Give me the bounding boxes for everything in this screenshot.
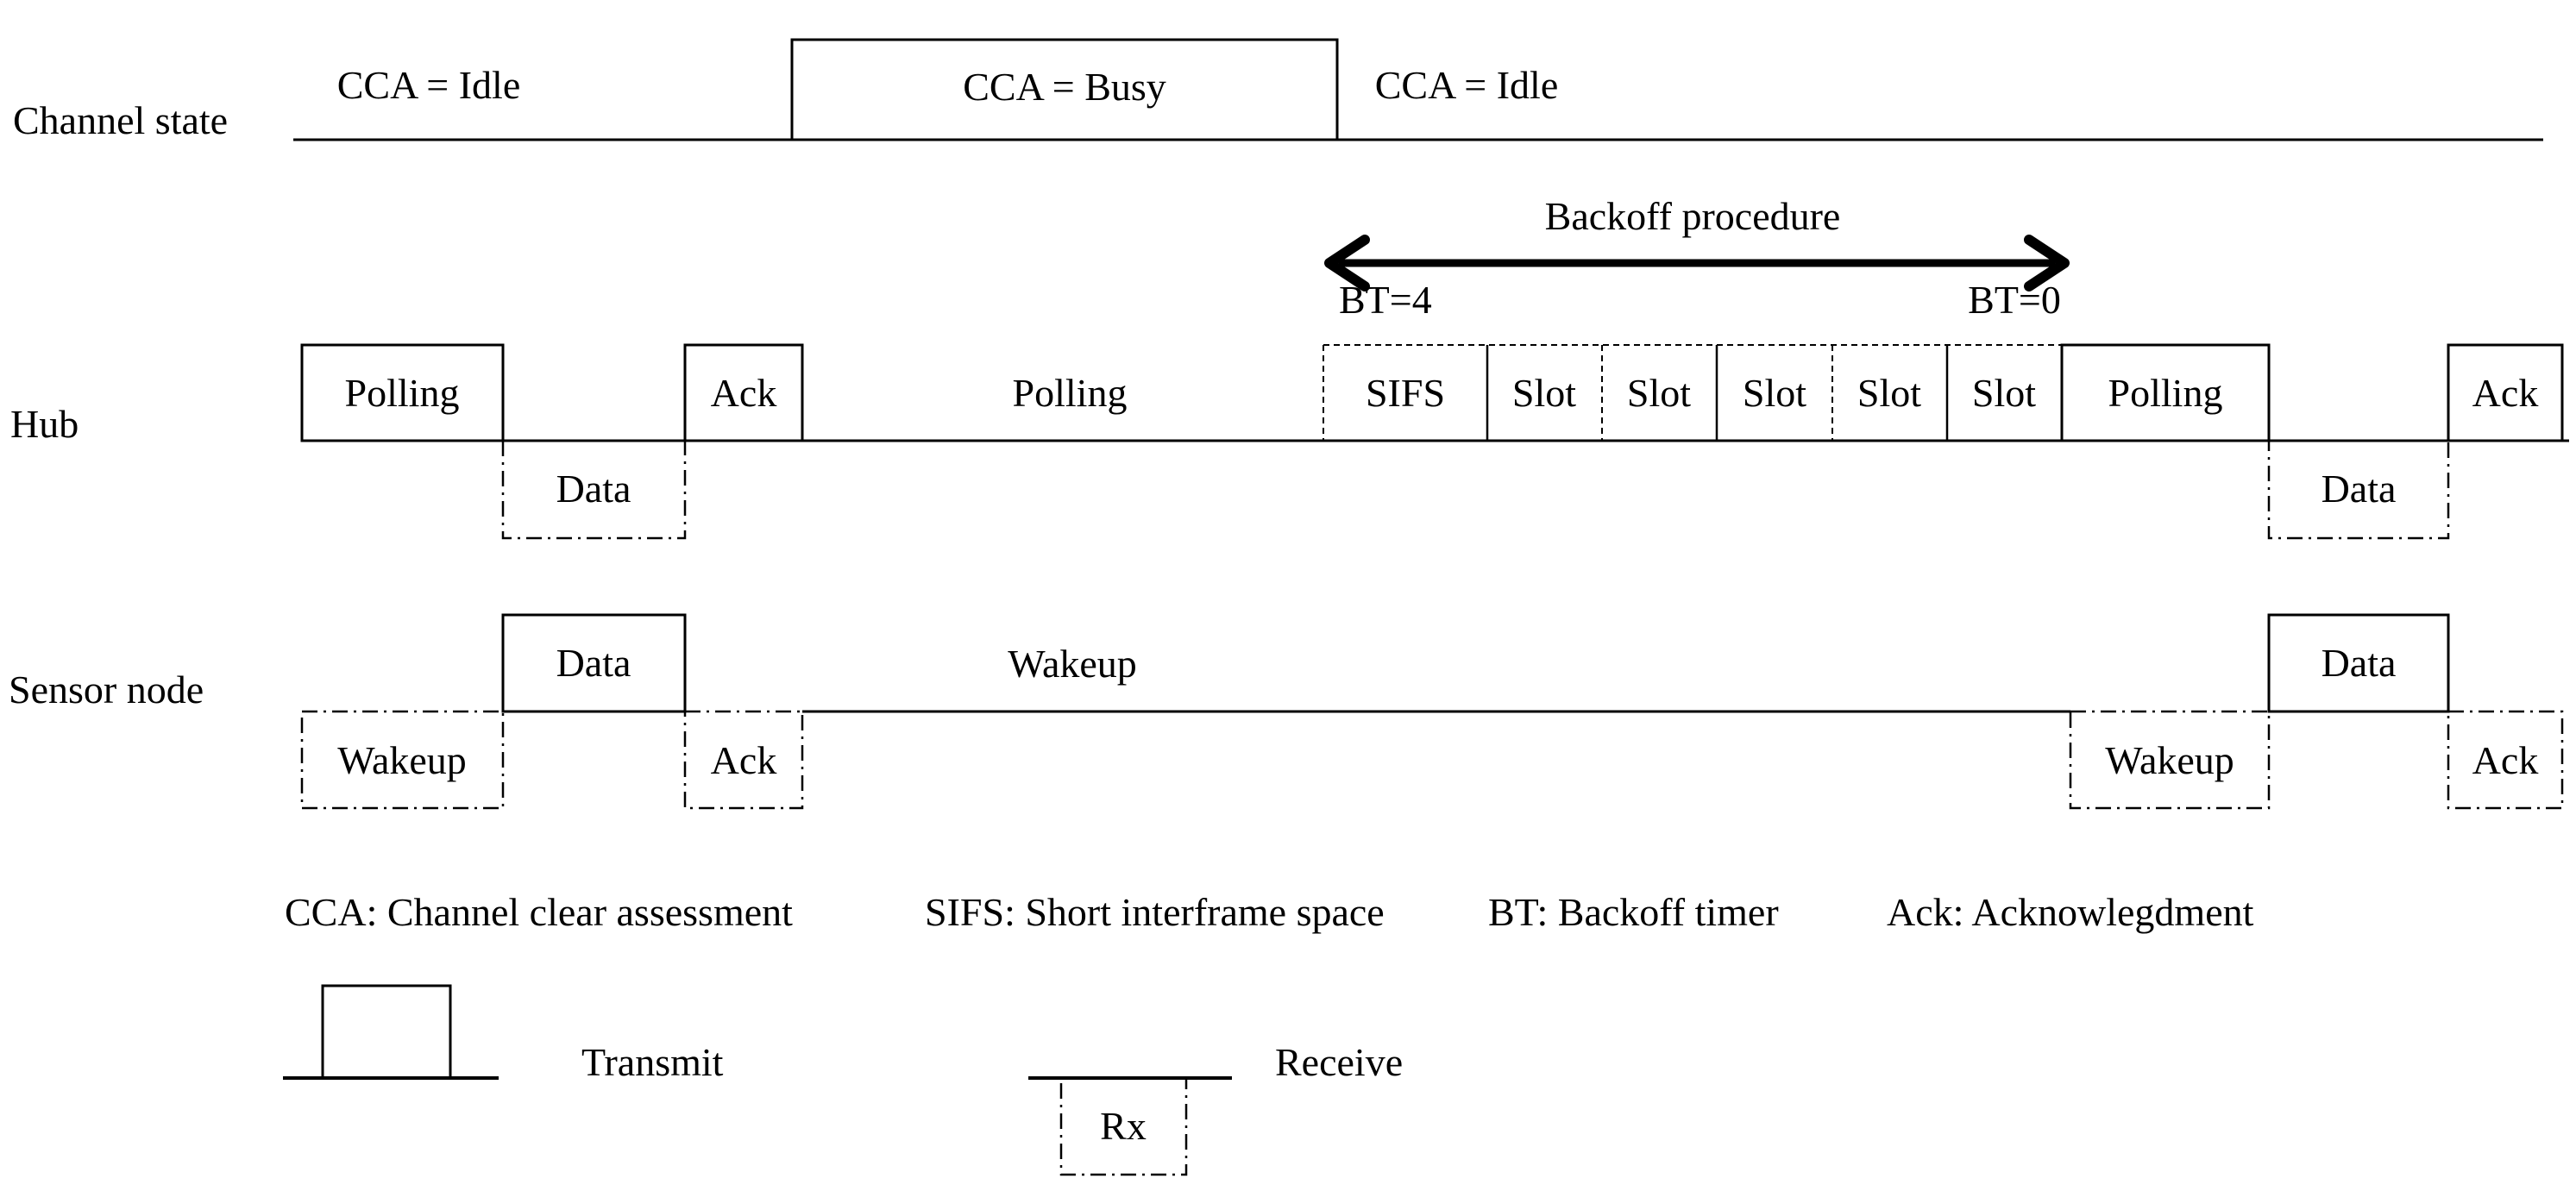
- sensor-wakeup2-label: Wakeup: [2105, 738, 2234, 782]
- legend-rx-label: Rx: [1100, 1104, 1147, 1148]
- hub-data1-label: Data: [556, 467, 631, 511]
- hub-data2-label: Data: [2321, 467, 2397, 511]
- hub-polling3-box: [2060, 343, 2271, 442]
- sensor-data1-label: Data: [556, 641, 631, 685]
- legend-transmit-label: Transmit: [581, 1040, 724, 1084]
- legend-transmit-pulse-icon: [321, 984, 452, 1078]
- hub-slot-label: Slot: [1626, 371, 1692, 415]
- sensor-ack2-label: Ack: [2472, 738, 2539, 782]
- hub-polling1-label: Polling: [344, 371, 460, 415]
- legend-abbr-sifs: SIFS: Short interframe space: [925, 890, 1385, 934]
- cca-busy-label: CCA = Busy: [963, 65, 1166, 109]
- hub-polling1-box: [300, 343, 505, 442]
- sensor-wakeup-state-label: Wakeup: [1008, 642, 1137, 686]
- hub-ack1-box: [683, 343, 804, 442]
- hub-slot-label: Slot: [1511, 371, 1577, 415]
- hub-slot-label: Slot: [1742, 371, 1807, 415]
- sensor-wakeup1-label: Wakeup: [337, 738, 467, 782]
- channel-state-row-label: Channel state: [13, 98, 229, 142]
- hub-slot-label: Slot: [1971, 371, 2037, 415]
- sensor-node-row-label: Sensor node: [9, 668, 204, 711]
- backoff-procedure-title: Backoff procedure: [1544, 194, 1841, 238]
- cca-idle-label-2: CCA = Idle: [1374, 63, 1559, 107]
- sensor-ack2-rx-box: [2447, 710, 2564, 810]
- hub-ack2-box: [2447, 343, 2564, 442]
- sensor-ack1-rx-box: [683, 710, 804, 810]
- legend-abbr-cca: CCA: Channel clear assessment: [285, 890, 793, 934]
- hub-ack2-label: Ack: [2472, 371, 2539, 415]
- hub-data2-rx-box: [2267, 439, 2450, 540]
- hub-ack1-label: Ack: [710, 371, 777, 415]
- legend-receive-label: Receive: [1275, 1040, 1404, 1084]
- legend-abbr-bt: BT: Backoff timer: [1488, 890, 1779, 934]
- hub-polling2-label: Polling: [1012, 371, 1128, 415]
- sensor-wakeup1-rx-box: [300, 710, 505, 810]
- cca-busy-pulse-outline: [790, 38, 1339, 140]
- cca-idle-label-1: CCA = Idle: [336, 63, 521, 107]
- backoff-arrow-head-right-icon: [2024, 235, 2070, 291]
- hub-data1-rx-box: [501, 439, 687, 540]
- sensor-data1-box: [501, 613, 687, 713]
- hub-sifs-label: SIFS: [1365, 371, 1446, 415]
- sensor-data2-label: Data: [2321, 641, 2397, 685]
- backoff-arrow-head-left-icon: [1324, 235, 1370, 291]
- sensor-wakeup2-rx-box: [2069, 710, 2271, 810]
- hub-slot-label: Slot: [1857, 371, 1922, 415]
- sensor-ack1-label: Ack: [710, 738, 777, 782]
- backoff-timer-end-label: BT=0: [1968, 278, 2061, 322]
- legend-abbr-ack: Ack: Acknowlegdment: [1887, 890, 2254, 934]
- legend-rx-box-icon: [1059, 1076, 1188, 1176]
- hub-polling3-label: Polling: [2108, 371, 2223, 415]
- backoff-timer-start-label: BT=4: [1339, 278, 1432, 322]
- hub-row-label: Hub: [10, 402, 79, 446]
- sensor-data2-box: [2267, 613, 2450, 713]
